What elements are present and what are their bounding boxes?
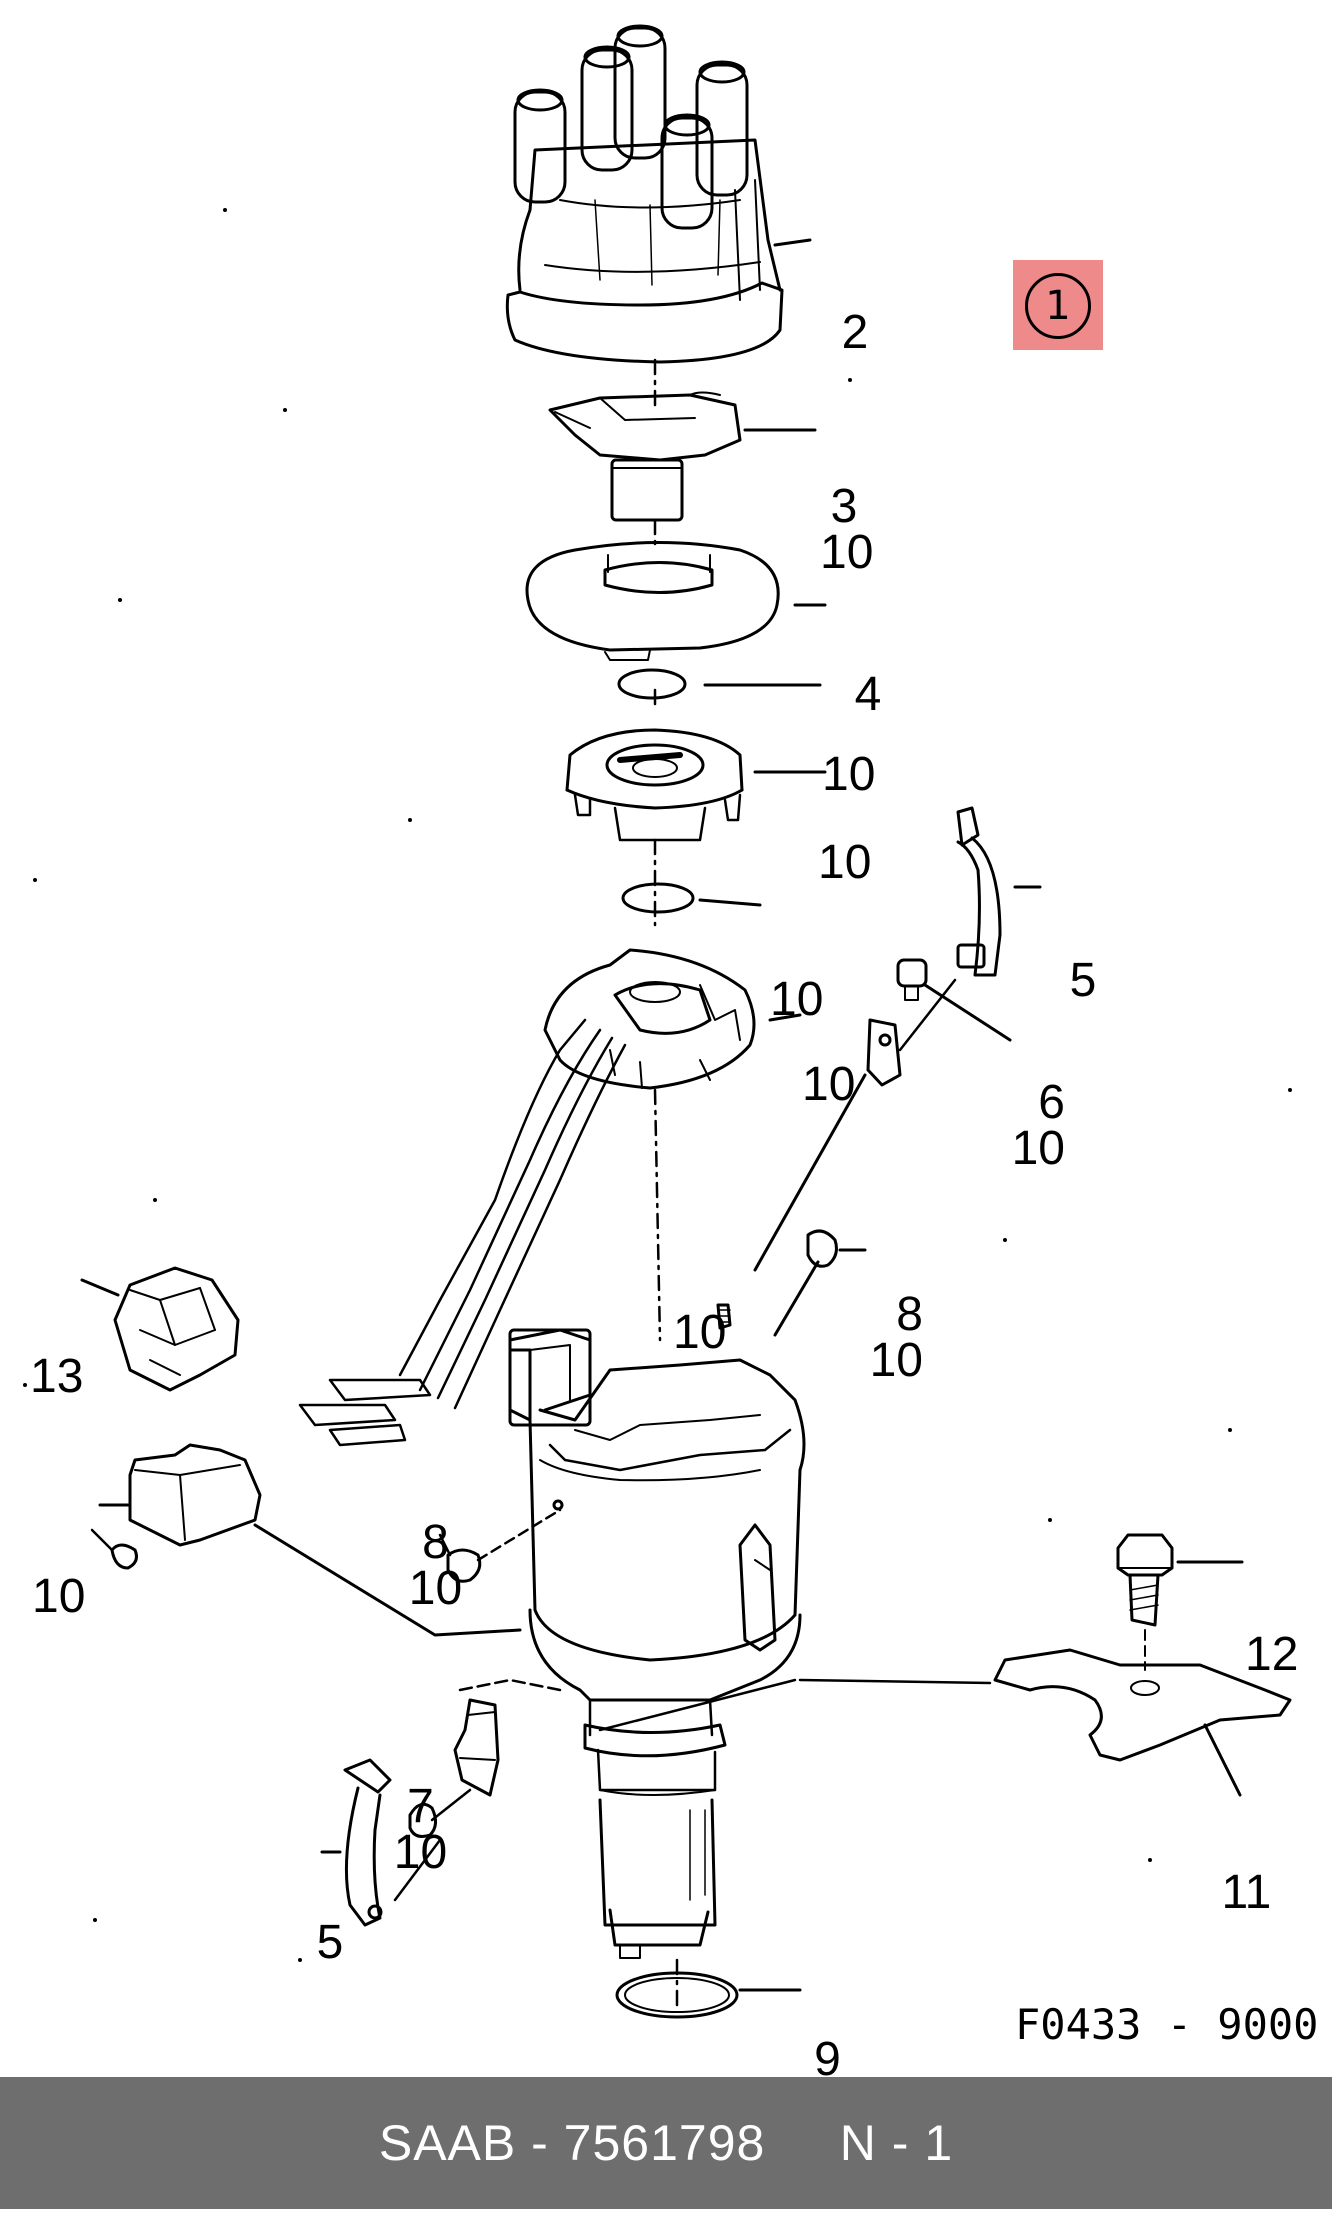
- diagram-drawing: [23, 24, 1292, 2019]
- distributor-cap: [505, 24, 784, 364]
- small-screw: [716, 1303, 732, 1330]
- callout-bearing: 10: [818, 836, 872, 889]
- clamp-11: [598, 1648, 1292, 1797]
- callout-clamp-bolt: 12: [1245, 1628, 1299, 1681]
- specks: [23, 208, 1292, 1962]
- screw-right: [753, 958, 1012, 1272]
- connector-left: [90, 1443, 522, 1637]
- dust-shield: [525, 541, 780, 661]
- callout-connector: 10: [32, 1570, 86, 1623]
- rotor: [548, 391, 742, 522]
- bearing-housing: [565, 728, 744, 842]
- callout-small-screw: 10: [673, 1306, 727, 1359]
- callout-cap: 2: [841, 306, 869, 359]
- screw-mid: [773, 1229, 867, 1337]
- marker-number: 1: [1025, 273, 1091, 339]
- callout-plug: 13: [30, 1350, 84, 1403]
- lower-connector: [408, 1678, 562, 1838]
- clip-left: [320, 1758, 442, 1927]
- callout-clip-right: 5: [1069, 954, 1097, 1007]
- callout-clamp: 11: [1221, 1866, 1272, 1919]
- callout-plate: 10: [802, 1058, 856, 1111]
- bolt-12: [1116, 1533, 1244, 1671]
- center-axis: [653, 358, 679, 2007]
- plug-13: [80, 1266, 240, 1392]
- callout-clip-left: 5: [316, 1916, 344, 1969]
- callout-ring-top: 10: [822, 748, 876, 801]
- leader-lines: [698, 238, 827, 1022]
- breaker-plate: [298, 948, 756, 1447]
- callout-shield: 4: [854, 668, 882, 721]
- distributor-body: [508, 1328, 806, 1959]
- o-ring: [615, 1971, 802, 2019]
- part-number-footer: SAAB - 7561798 N - 1: [0, 2077, 1332, 2209]
- callout-ring-lower: 10: [770, 973, 824, 1026]
- snap-ring-lower: [621, 882, 695, 914]
- position-marker: 1: [1013, 260, 1103, 350]
- snap-ring-top: [617, 668, 687, 700]
- clip-right: [956, 806, 1042, 977]
- footer-label: SAAB - 7561798 N - 1: [378, 2115, 954, 2171]
- reference-code: F0433 - 9000: [1015, 2000, 1319, 2049]
- screw-left: [438, 1508, 562, 1583]
